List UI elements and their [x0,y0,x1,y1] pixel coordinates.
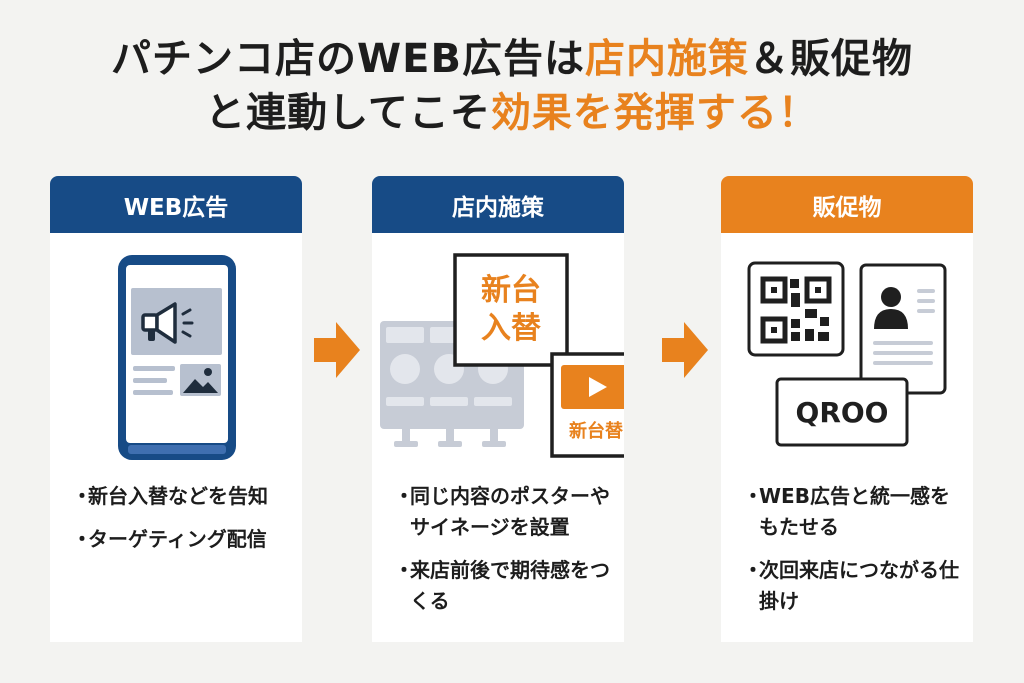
bullet-item: ・ターゲティング配信 [72,527,267,551]
in-store-header: 店内施策 [372,176,624,233]
title-highlight: 店内施策 [584,36,749,82]
page-title: パチンコ店のWEB広告は店内施策＆販促物 と連動してこそ効果を発揮する！ [0,32,1024,140]
title-line-1: パチンコ店のWEB広告は店内施策＆販促物 [0,32,1024,86]
web-ad-header: WEB広告 [50,176,302,233]
promo-bullets: ・WEB広告と統一感をもたせる ・次回来店につながる仕掛け [743,481,965,629]
member-card-icon [859,263,947,395]
arrow-right-icon [314,322,360,378]
in-store-card: 店内施策 新台 入替 [372,176,624,642]
title-text: ＆販促物 [748,36,913,82]
arrow-right-icon [662,322,708,378]
poster-text: 入替 [481,311,541,346]
play-icon [589,377,607,397]
bullet-item: ・同じ内容のポスターやサイネージを設置 [394,484,610,539]
image-icon [180,364,221,396]
megaphone-icon [131,288,222,355]
bullet-item: ・新台入替などを告知 [72,484,268,508]
promo-items-illustration: QROO [747,261,947,447]
web-ad-card: WEB広告 ・新台入替などを告知 ・ターゲティング配信 [50,176,302,642]
smartphone-icon [118,255,236,460]
title-exclamation: ！ [777,90,819,136]
coupon-text: QROO [796,396,889,429]
in-store-bullets: ・同じ内容のポスターやサイネージを設置 ・来店前後で期待感をつくる [394,481,616,629]
promo-card: 販促物 [721,176,973,642]
poster-icon: 新台 入替 [453,253,569,367]
bullet-item: ・次回来店につながる仕掛け [743,558,959,613]
bullet-item: ・来店前後で期待感をつくる [394,558,610,613]
title-text: と連動してこそ [205,90,491,136]
signage-text: 新台替 [569,420,624,442]
title-line-2: と連動してこそ効果を発揮する！ [0,86,1024,140]
qr-code-icon [747,261,845,357]
title-text: パチンコ店のWEB広告は [111,36,585,82]
coupon-icon: QROO [775,377,909,447]
slot-machines-icon: 新台 入替 新台替 [380,253,624,458]
signage-icon: 新台替 [550,352,624,458]
promo-header: 販促物 [721,176,973,233]
web-ad-bullets: ・新台入替などを告知 ・ターゲティング配信 [72,481,294,567]
title-highlight: 効果を発揮する [490,90,778,136]
poster-text: 新台 [481,273,541,308]
bullet-item: ・WEB広告と統一感をもたせる [743,484,950,539]
